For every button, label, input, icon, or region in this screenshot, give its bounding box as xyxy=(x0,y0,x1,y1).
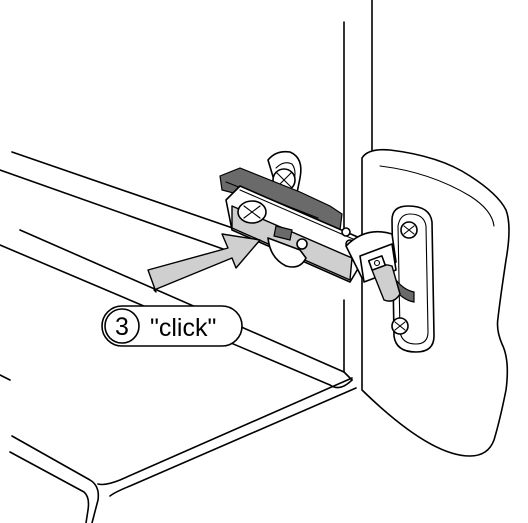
step-callout: 3 "click" xyxy=(101,305,243,347)
arm-front-screw-icon xyxy=(237,200,267,224)
plate-screw-top-icon xyxy=(400,221,418,239)
cabinet-door xyxy=(361,148,510,457)
hinge-arm xyxy=(219,150,363,283)
callout-frame xyxy=(101,305,243,347)
callout-text: "click" xyxy=(150,314,216,342)
push-arrow-icon xyxy=(147,233,261,293)
cabinet-shelf xyxy=(0,151,357,523)
mounting-plate xyxy=(391,205,435,353)
hinge-knuckle xyxy=(345,230,401,302)
step-number: 3 xyxy=(115,313,129,341)
step-number-circle xyxy=(104,308,140,344)
plate-screw-bottom-icon xyxy=(391,317,409,335)
cabinet-side-wall xyxy=(343,0,373,373)
